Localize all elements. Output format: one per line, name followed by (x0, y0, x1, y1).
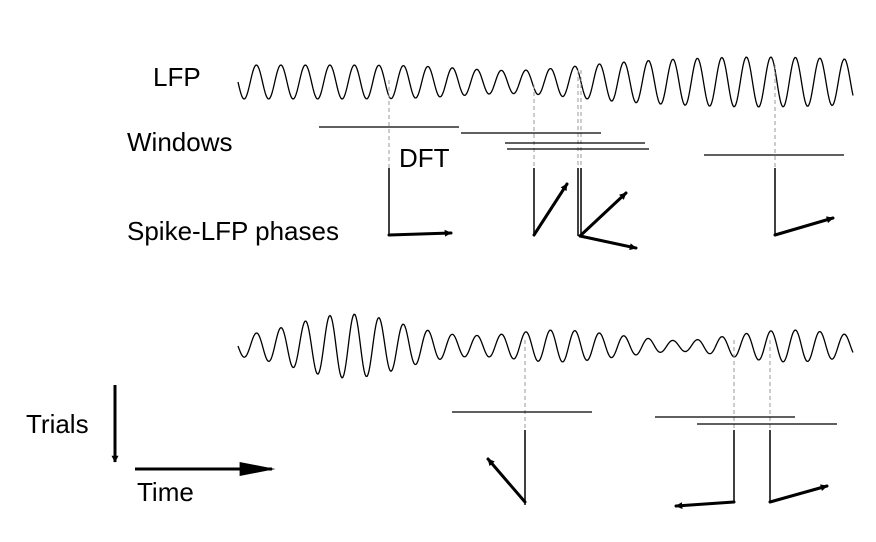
spike-markers-trial-1 (388, 65, 776, 168)
spike-markers-trial-2 (524, 340, 771, 430)
phase-arrow (387, 229, 453, 237)
phase-arrows-trial-1 (387, 182, 835, 251)
phase-arrow (674, 500, 736, 510)
trial-2 (237, 313, 854, 510)
trial-1 (237, 56, 854, 251)
lfp-trace-trial-1 (237, 56, 854, 108)
trials-label: Trials (26, 409, 89, 439)
lfp-label: LFP (153, 62, 201, 92)
phase-arrow (578, 234, 638, 251)
lfp-trace-trial-2 (237, 313, 854, 379)
phase-arrow (768, 484, 829, 504)
time-label: Time (137, 477, 194, 507)
spike-lfp-phases-label: Spike-LFP phases (127, 216, 339, 246)
phase-arrow (773, 216, 835, 237)
windows-label: Windows (127, 127, 233, 157)
phase-arrows-trial-2 (486, 457, 829, 510)
phase-arrow (578, 191, 628, 238)
phase-stems-trial-2 (524, 430, 771, 505)
phase-arrow (486, 457, 527, 504)
dft-label: DFT (399, 143, 450, 173)
axis-indicators (111, 385, 276, 476)
analysis-windows-trial-1 (319, 126, 844, 156)
phase-stems-trial-1 (388, 168, 776, 236)
phase-arrow (532, 182, 569, 237)
analysis-windows-trial-2 (452, 411, 837, 425)
